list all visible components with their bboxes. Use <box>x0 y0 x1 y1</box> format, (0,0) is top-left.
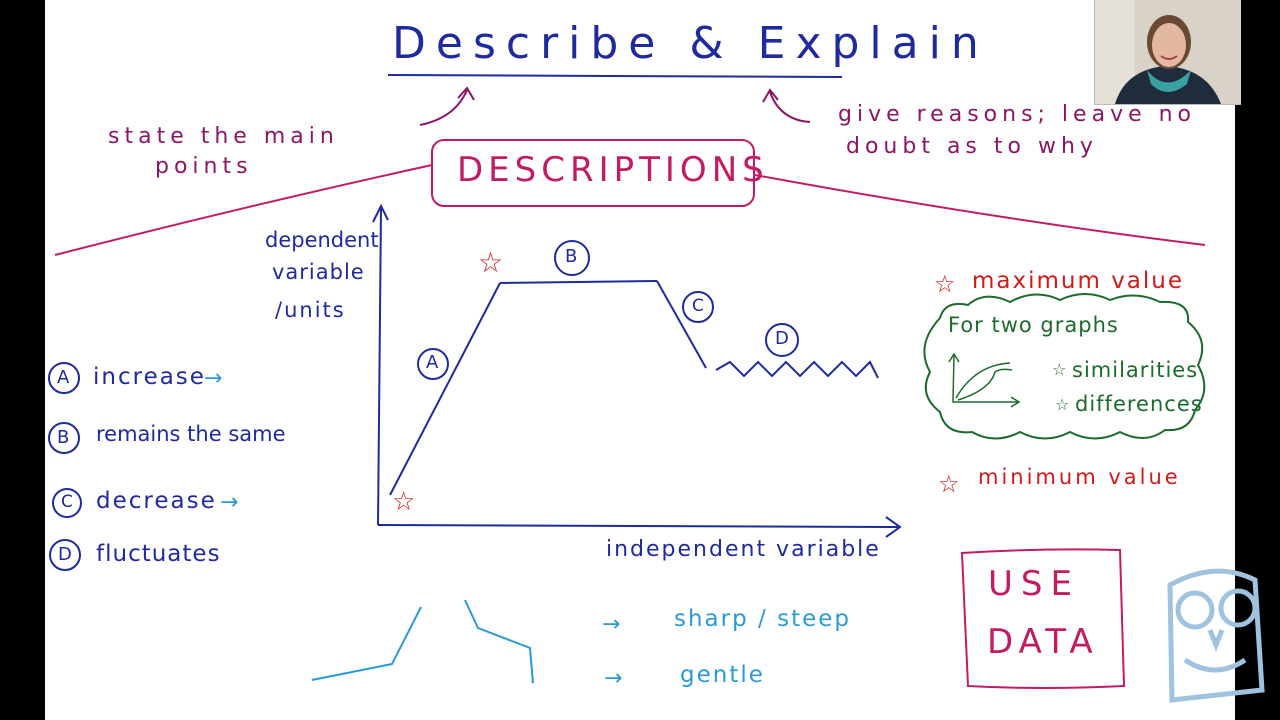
descriptions-box-border <box>431 139 755 207</box>
maximum-value-note: maximum value <box>972 268 1185 294</box>
legend-letter-d: D <box>58 544 73 565</box>
steep-sketch-right <box>464 599 534 684</box>
label-circle-c <box>682 291 714 323</box>
legend-text-b: remains the same <box>96 422 286 446</box>
mini-graph-curve2 <box>957 368 1013 401</box>
graph-line-a <box>389 282 501 496</box>
legend-letter-a: A <box>57 367 71 388</box>
similarities-star-icon: ☆ <box>1052 360 1068 379</box>
max-star-icon: ☆ <box>478 246 505 279</box>
y-axis-label-line2: variable <box>272 260 365 284</box>
gentle-note: gentle <box>680 662 765 688</box>
steep-sketch-left <box>311 606 422 681</box>
use-data-box-border <box>960 548 1126 689</box>
segment-label-b: B <box>565 246 579 267</box>
x-axis <box>377 524 899 528</box>
divider-curve <box>54 164 1206 256</box>
legend-arrow-c: → <box>220 490 240 515</box>
title: Describe & Explain <box>392 18 989 69</box>
y-axis-label-line3: /units <box>275 298 346 322</box>
segment-label-c: C <box>692 296 705 316</box>
legend-letter-b: B <box>57 427 71 448</box>
legend-circle-b <box>48 422 80 454</box>
legend-letter-c: C <box>61 492 74 512</box>
legend-circle-c <box>52 488 82 518</box>
differences-star-icon: ☆ <box>1055 395 1071 414</box>
sharp-steep-note: sharp / steep <box>674 606 851 632</box>
similarities-note: similarities <box>1072 358 1199 382</box>
describe-arrow <box>419 89 468 126</box>
x-axis-label: independent variable <box>606 537 881 562</box>
minimum-value-note: minimum value <box>978 465 1181 489</box>
legend-text-d: fluctuates <box>96 541 221 567</box>
owl-logo <box>1167 568 1265 703</box>
label-circle-b <box>554 240 590 276</box>
maximum-star-icon: ☆ <box>934 270 957 298</box>
label-circle-d <box>765 323 799 357</box>
graph-line-c <box>656 280 707 369</box>
graph-line-d <box>715 360 879 379</box>
mini-graph-curve1 <box>955 362 1011 399</box>
use-data-line1: USE <box>988 564 1080 604</box>
whiteboard <box>45 0 1235 720</box>
segment-label-a: A <box>426 352 440 373</box>
differences-note: differences <box>1075 392 1203 416</box>
describe-note-line1: state the main <box>108 124 339 149</box>
explain-note-line2: doubt as to why <box>846 134 1098 159</box>
legend-text-c: decrease <box>96 488 217 514</box>
describe-note-line2: points <box>155 154 253 179</box>
two-graphs-title: For two graphs <box>948 313 1119 337</box>
sharp-arrow: → <box>602 612 622 637</box>
minimum-star-icon: ☆ <box>938 470 961 498</box>
y-axis <box>377 207 382 526</box>
min-star-icon: ☆ <box>392 487 417 517</box>
gentle-arrow: → <box>604 666 624 691</box>
legend-circle-a <box>48 362 80 394</box>
title-underline <box>387 74 843 78</box>
graph-line-b <box>499 280 658 284</box>
presenter-webcam <box>1094 0 1241 105</box>
mini-graph-axes <box>952 354 1018 403</box>
explain-arrow <box>769 91 811 123</box>
explain-note-line1: give reasons; leave no <box>838 102 1197 127</box>
use-data-line2: DATA <box>987 622 1099 662</box>
legend-arrow-a: → <box>204 366 224 391</box>
label-circle-a <box>417 348 449 380</box>
presenter-figure <box>1095 0 1241 104</box>
two-graphs-cloud <box>923 293 1206 440</box>
legend-text-a: increase <box>93 364 206 390</box>
descriptions-box-text: DESCRIPTIONS <box>457 150 769 190</box>
y-axis-label-line1: dependent <box>265 228 379 252</box>
legend-circle-d <box>49 539 81 571</box>
segment-label-d: D <box>775 328 790 349</box>
